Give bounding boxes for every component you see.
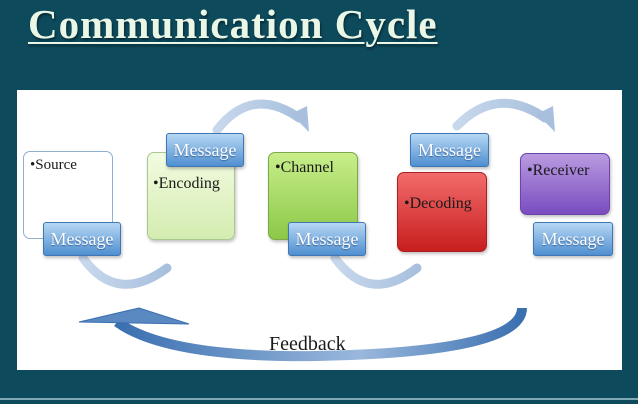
arc-arrowhead-2: [537, 106, 555, 132]
stage-receiver: •Receiver: [520, 153, 610, 215]
message-tag-decoding: Message: [410, 133, 489, 167]
feedback-label: Feedback: [269, 333, 346, 355]
flow-arrows: [78, 98, 555, 362]
message-tag-receiver: Message: [533, 222, 613, 256]
message-tag-source: Message: [43, 222, 121, 256]
arc-encoding-to-channel: [212, 99, 304, 135]
arc-source-to-encoding: [78, 253, 172, 289]
communication-cycle-diagram: •Source •Encoding •Channel •Decoding •Re…: [17, 90, 622, 370]
page-title: Communication Cycle: [28, 1, 438, 47]
arc-decoding-to-receiver: [452, 98, 550, 131]
stage-source-label: •Source: [30, 157, 77, 173]
stage-encoding-label: •Encoding: [153, 175, 220, 192]
bottom-divider: [0, 398, 638, 400]
message-tag-encoding: Message: [166, 133, 244, 167]
stage-receiver-label: •Receiver: [527, 162, 590, 179]
stage-decoding-label: •Decoding: [404, 195, 472, 212]
message-tag-channel: Message: [288, 222, 366, 256]
arc-arrowhead-1: [291, 106, 309, 132]
feedback-arrowhead: [78, 307, 190, 325]
arc-channel-to-decoding: [330, 253, 422, 289]
feedback-arrow: [114, 307, 527, 362]
stage-channel-label: •Channel: [275, 159, 334, 176]
stage-decoding: •Decoding: [397, 172, 487, 252]
